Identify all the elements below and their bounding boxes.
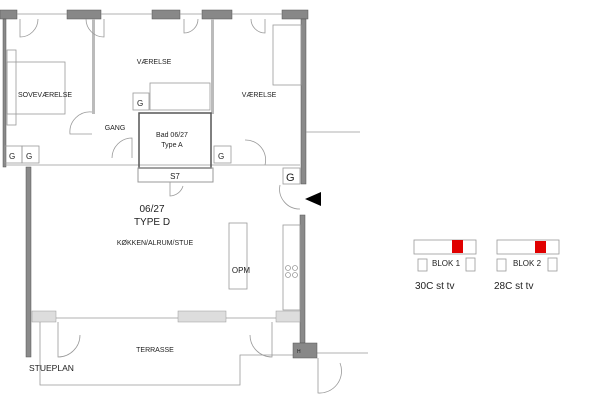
room-label-room1: VÆRELSE: [137, 59, 172, 66]
keyplan-block-label: BLOK 1: [432, 259, 461, 268]
wardrobe-symbol: G: [9, 152, 15, 161]
wardrobe-symbol: G: [26, 152, 32, 161]
unit-type: TYPE D: [134, 217, 170, 228]
keyplan-unit-label: 30C st tv: [415, 281, 454, 292]
wardrobe-symbols: G G G G G: [4, 92, 301, 185]
keyplan-unit-label: 28C st tv: [494, 281, 533, 292]
entrance-arrow-icon: [305, 192, 321, 206]
room-label-bath: Bad 06/27: [156, 132, 188, 139]
room-label-opm: OPM: [232, 266, 251, 275]
room-label-hall: GANG: [105, 125, 126, 132]
highlighted-unit: [452, 240, 463, 253]
keyplan-block-label: BLOK 2: [513, 259, 542, 268]
h-label: H: [297, 349, 301, 355]
walls: [0, 9, 368, 394]
keyplan-blok-2: BLOK 2 28C st tv: [494, 239, 560, 292]
unit-number: 06/27: [139, 204, 164, 215]
room-label-room2: VÆRELSE: [242, 92, 277, 99]
wardrobe-symbol: G: [137, 99, 143, 108]
wardrobe-symbol: G: [218, 152, 224, 161]
highlighted-unit: [535, 241, 546, 253]
room-label-living: KØKKEN/ALRUM/STUE: [117, 240, 194, 247]
wardrobe-symbol-large: G: [286, 172, 295, 184]
room-label-terrace: TERRASSE: [136, 347, 174, 354]
keyplan-blok-1: BLOK 1 30C st tv: [413, 239, 477, 292]
room-label-bath-type: Type A: [161, 142, 183, 149]
room-label-storage: S7: [170, 172, 180, 181]
room-label-bedroom: SOVEVÆRELSE: [18, 92, 72, 99]
floor-label: STUEPLAN: [29, 363, 74, 373]
